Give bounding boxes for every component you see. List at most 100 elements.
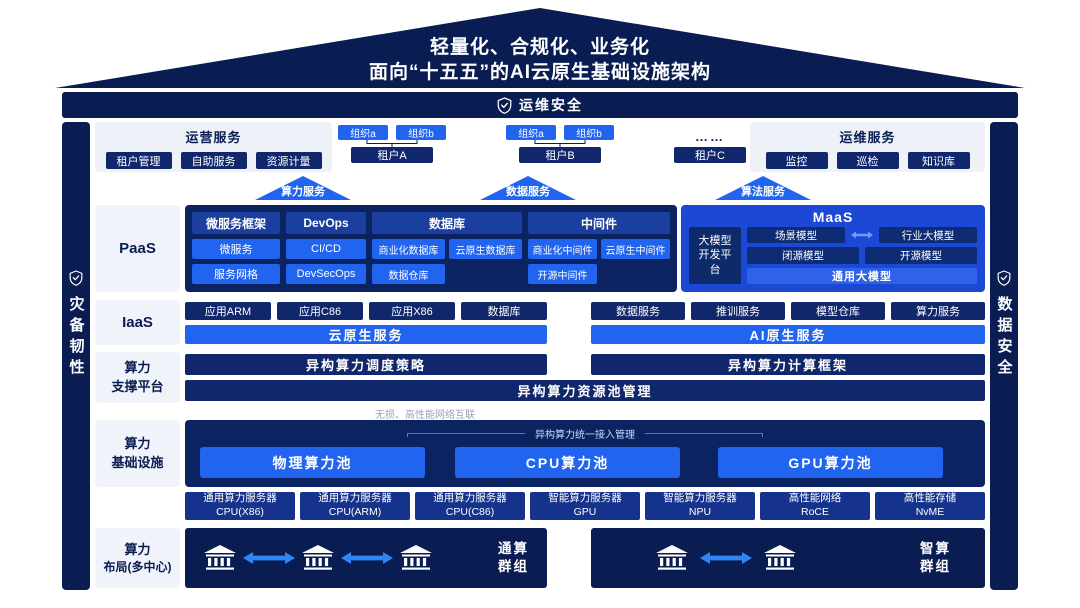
general-cluster-label: 通算 群组 <box>498 540 529 576</box>
maas-grid: 场景模型 行业大模型 闭源模型 开源模型 通用大模型 <box>747 227 977 284</box>
scheduling-policy-bar: 异构算力调度策略 <box>185 354 547 375</box>
pill-self-service: 自助服务 <box>180 152 247 169</box>
tenant-group-more: …… 租户C <box>674 125 746 170</box>
paas-col-microservice: 微服务框架 微服务 服务网格 <box>192 212 280 285</box>
iaas-right-pills: 数据服务 推训服务 模型仓库 算力服务 <box>591 302 985 320</box>
unified-access-row: 异构算力统一接入管理 <box>185 426 985 441</box>
shield-check-icon <box>497 96 512 114</box>
compute-support-label-line2: 支撑平台 <box>111 378 164 394</box>
iaas-left-pills: 应用ARM 应用C86 应用X86 数据库 <box>185 302 547 320</box>
bank-icon <box>764 545 796 570</box>
pill-opensource-middleware: 开源中间件 <box>528 264 597 284</box>
paas-label-text: PaaS <box>119 240 156 257</box>
pill-devsecops: DevSecOps <box>286 264 366 284</box>
col-head-devops: DevOps <box>286 212 366 234</box>
server-name: 高性能存储 <box>903 492 957 505</box>
pill-compute-service: 算力服务 <box>891 302 985 320</box>
general-cluster-line2: 群组 <box>498 559 529 574</box>
bank-icon <box>204 545 236 570</box>
server-spec: RoCE <box>800 506 829 518</box>
maas-row-models-2: 闭源模型 开源模型 <box>747 247 977 264</box>
maas-row-models-3: 通用大模型 <box>747 267 977 284</box>
paas-panel: 微服务框架 微服务 服务网格 DevOps CI/CD DevSecOps 数据… <box>185 205 677 292</box>
maas-platform-box: 大模型开发平台 <box>689 227 741 284</box>
data-service-label: 数据服务 <box>506 186 550 198</box>
middleware-pill-row: 商业化中间件 云原生中间件 <box>528 234 670 259</box>
pill-cloudnative-db: 云原生数据库 <box>449 239 522 259</box>
pill-app-c86: 应用C86 <box>277 302 363 320</box>
compute-support-label-line1: 算力 <box>124 360 151 376</box>
pill-microservice: 微服务 <box>192 239 280 259</box>
double-arrow-icon <box>700 552 752 564</box>
server-box: 通用算力服务器 CPU(ARM) <box>300 492 410 520</box>
operation-services-title: 运营服务 <box>185 130 242 145</box>
ai-native-service-bar: AI原生服务 <box>591 325 985 344</box>
algorithm-service-arrow: 算法服务 <box>715 176 811 200</box>
data-security-label: 数据安全 <box>995 296 1013 380</box>
compute-framework-bar: 异构算力计算框架 <box>591 354 985 375</box>
pill-commercial-middleware: 商业化中间件 <box>528 239 597 259</box>
paas-col-devops: DevOps CI/CD DevSecOps <box>286 212 366 285</box>
tenant-pill: 租户B <box>519 147 601 163</box>
compute-layout-label-line1: 算力 <box>124 541 151 557</box>
tenant-org-area: 组织a 组织b 租户A 组织a 组织b 租户B …… 租户C <box>338 125 746 170</box>
compute-infra-label: 算力 基础设施 <box>95 420 180 487</box>
iaas-label-text: IaaS <box>122 314 153 331</box>
col-head-microservice: 微服务框架 <box>192 212 280 234</box>
tenant-pill: 租户A <box>351 147 433 163</box>
paas-label: PaaS <box>95 205 180 292</box>
compute-service-label: 算力服务 <box>281 186 325 198</box>
bracket-line-right <box>645 433 763 437</box>
compute-service-arrow: 算力服务 <box>255 176 351 200</box>
org-tree-connector <box>534 140 586 147</box>
gpu-pool-box: GPU算力池 <box>718 447 943 478</box>
pill-inspection: 巡检 <box>836 152 899 169</box>
maintenance-pill-row: 监控 巡检 知识库 <box>750 152 985 169</box>
server-spec: CPU(ARM) <box>328 506 382 518</box>
pill-cloudnative-middleware: 云原生中间件 <box>601 239 670 259</box>
resource-pool-mgmt-bar: 异构算力资源池管理 <box>185 380 985 401</box>
server-name: 通用算力服务器 <box>318 492 392 505</box>
double-arrow-icon <box>243 552 295 564</box>
org-pill: 组织b <box>396 125 446 140</box>
physical-pool-box: 物理算力池 <box>200 447 425 478</box>
cloud-native-service-bar: 云原生服务 <box>185 325 547 344</box>
pill-training-service: 推训服务 <box>691 302 785 320</box>
maas-panel: MaaS 大模型开发平台 场景模型 行业大模型 闭源模型 开源模型 通用大模型 <box>681 205 985 292</box>
general-compute-cluster-panel: 通算 群组 <box>185 528 547 588</box>
disaster-resilience-bar: 灾备韧性 <box>62 122 90 590</box>
compute-infra-panel: 异构算力统一接入管理 物理算力池 CPU算力池 GPU算力池 <box>185 420 985 487</box>
server-spec: CPU(X86) <box>216 506 264 518</box>
bracket-line-left <box>407 433 525 437</box>
tenant-group-a: 组织a 组织b 租户A <box>338 125 446 170</box>
operation-pill-row: 租户管理 自助服务 资源计量 <box>95 152 332 169</box>
paas-col-database: 数据库 商业化数据库 云原生数据库 数据仓库 <box>372 212 522 285</box>
server-box: 通用算力服务器 CPU(X86) <box>185 492 295 520</box>
pill-database: 数据库 <box>461 302 547 320</box>
tenant-pill: 租户C <box>674 147 746 163</box>
iaas-label: IaaS <box>95 300 180 345</box>
maas-title: MaaS <box>812 209 854 225</box>
pill-commercial-db: 商业化数据库 <box>372 239 445 259</box>
ops-security-label: 运维安全 <box>519 97 583 113</box>
server-box: 智能算力服务器 GPU <box>530 492 640 520</box>
data-security-bar: 数据安全 <box>990 122 1018 590</box>
maintenance-services-title: 运维服务 <box>839 130 896 145</box>
bank-icon <box>400 545 432 570</box>
ai-cluster-line1: 智算 <box>920 540 951 556</box>
pill-data-service: 数据服务 <box>591 302 685 320</box>
pill-tenant-management: 租户管理 <box>105 152 172 169</box>
org-pill: 组织b <box>564 125 614 140</box>
disaster-resilience-label: 灾备韧性 <box>67 296 85 380</box>
server-name: 高性能网络 <box>788 492 842 505</box>
org-pill: 组织a <box>506 125 556 140</box>
algorithm-service-label: 算法服务 <box>741 186 785 198</box>
pill-app-x86: 应用X86 <box>369 302 455 320</box>
server-box: 高性能网络 RoCE <box>760 492 870 520</box>
server-name: 智能算力服务器 <box>663 492 737 505</box>
server-spec: GPU <box>573 506 597 518</box>
pill-model-repo: 模型仓库 <box>791 302 885 320</box>
ai-cluster-label: 智算 群组 <box>920 540 951 576</box>
data-service-arrow: 数据服务 <box>480 176 576 200</box>
